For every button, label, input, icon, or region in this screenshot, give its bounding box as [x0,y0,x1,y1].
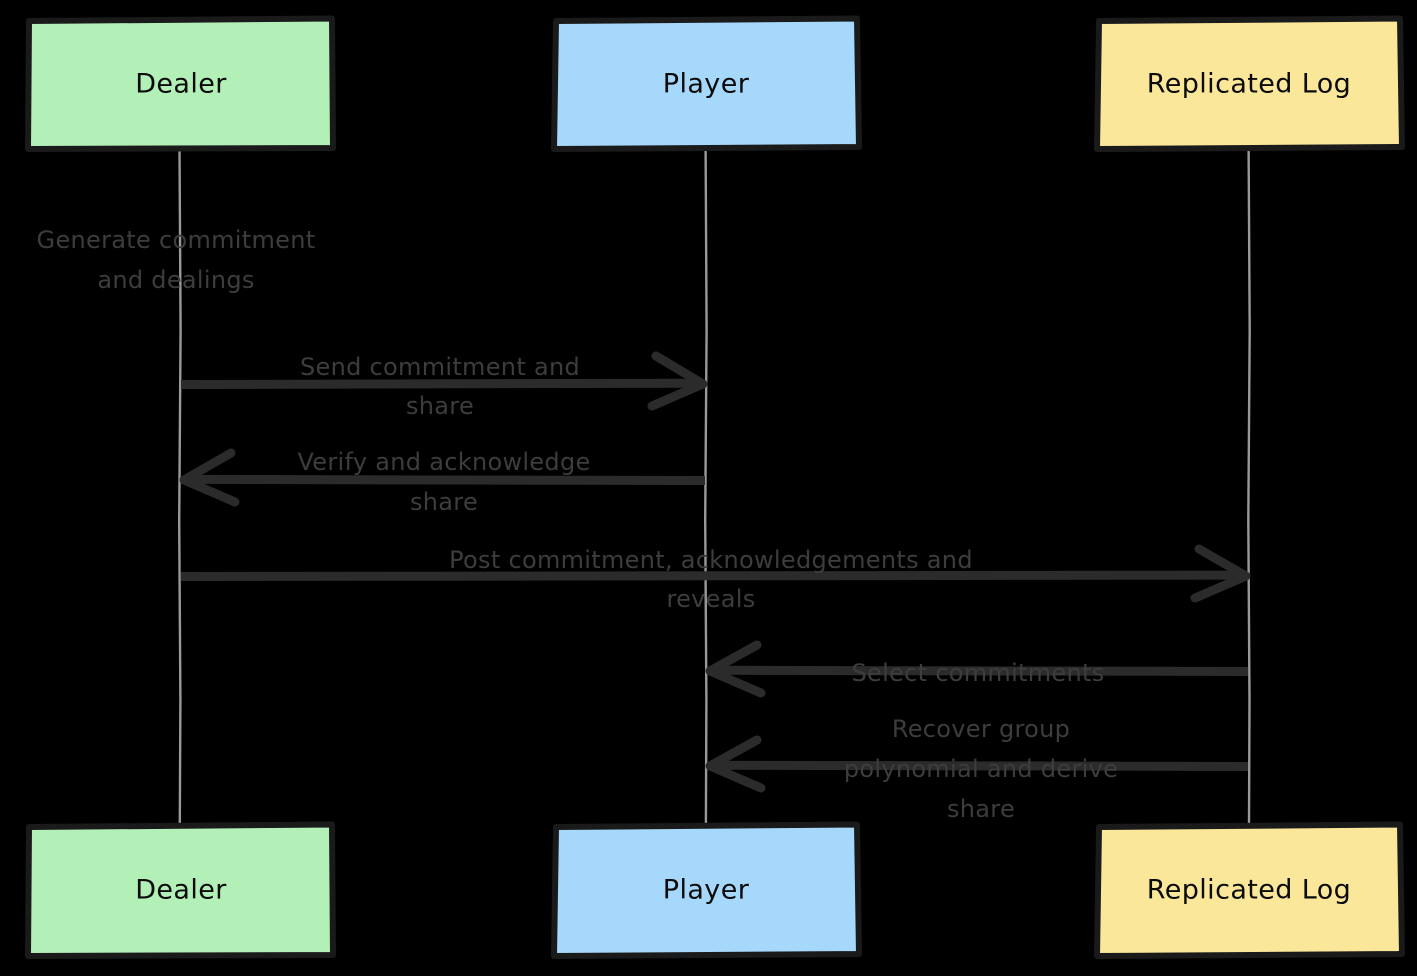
message-label-send-commitment-line2: share [406,392,474,420]
actor-box-fill [555,18,858,148]
actor-label-dealer: Dealer [135,875,227,906]
message-line [711,760,1249,771]
lifeline-player [703,146,708,825]
message-line [185,474,706,485]
actor-player-bottom[interactable]: Player [551,821,862,959]
message-label-post-commitment-line1: Post commitment, acknowledgements and [449,546,973,574]
message-label-recover-group-line3: share [947,795,1015,823]
actor-boxes-bottom: Dealer Player Replicated Log [25,821,1405,959]
note-label-line1: Generate commitment [37,226,316,254]
actor-box-border [1094,821,1405,959]
message-send-commitment-and-share[interactable] [180,351,708,411]
message-line [180,570,1244,581]
message-line [180,378,701,389]
arrowhead-right-icon [647,351,708,411]
actor-label-player: Player [663,875,750,906]
actor-label-dealer: Dealer [135,69,227,100]
actor-box-fill [1098,824,1401,955]
actor-box-border [551,821,862,959]
actor-box-fill [555,824,858,955]
actor-label-replicated-log: Replicated Log [1147,69,1351,100]
actor-replicated-log-bottom[interactable]: Replicated Log [1094,821,1405,959]
arrowhead-left-icon [705,735,766,793]
actor-label-replicated-log: Replicated Log [1147,875,1351,906]
arrowhead-left-icon [179,448,240,507]
actor-boxes-top: Dealer Player Replicated Log [25,15,1405,152]
message-post-commitment-acknowledgements-and-reveals[interactable] [180,544,1251,603]
message-label-post-commitment-line2: reveals [666,585,755,613]
message-label-send-commitment-line1: Send commitment and [300,353,580,381]
message-select-commitments[interactable] [705,640,1249,698]
actor-box-border [1094,15,1405,152]
actor-box-border [551,15,862,152]
lifeline-dealer [177,146,182,825]
note-label-line2: and dealings [97,266,254,294]
message-label-select-commitments: Select commitments [851,659,1104,687]
actor-box-fill [1098,18,1401,148]
message-label-verify-ack-line1: Verify and acknowledge [297,448,590,476]
message-label-recover-group-line2: polynomial and derive [844,755,1118,783]
actor-dealer-top[interactable]: Dealer [25,15,336,152]
message-recover-group-polynomial-and-derive-share[interactable] [705,735,1249,793]
note-generate-commitment-and-dealings: Generate commitment and dealings [37,226,316,294]
message-label-verify-ack-line2: share [410,488,478,516]
actor-box-border [25,821,336,959]
actor-box-border [25,15,336,152]
actor-player-top[interactable]: Player [551,15,862,152]
actor-dealer-bottom[interactable]: Dealer [25,821,336,959]
actor-box-fill [29,824,332,955]
lifelines-group [177,146,1251,825]
arrowhead-right-icon [1190,544,1251,603]
actor-label-player: Player [663,69,750,100]
messages-group [179,351,1251,793]
message-label-recover-group-line1: Recover group [892,715,1070,743]
message-line [711,665,1249,676]
lifeline-replicated-log [1247,146,1251,825]
actor-box-fill [29,18,332,148]
message-labels-group: Send commitment and share Verify and ack… [297,353,1118,823]
actor-replicated-log-top[interactable]: Replicated Log [1094,15,1405,152]
message-verify-and-acknowledge-share[interactable] [179,448,706,507]
arrowhead-left-icon [705,640,766,698]
